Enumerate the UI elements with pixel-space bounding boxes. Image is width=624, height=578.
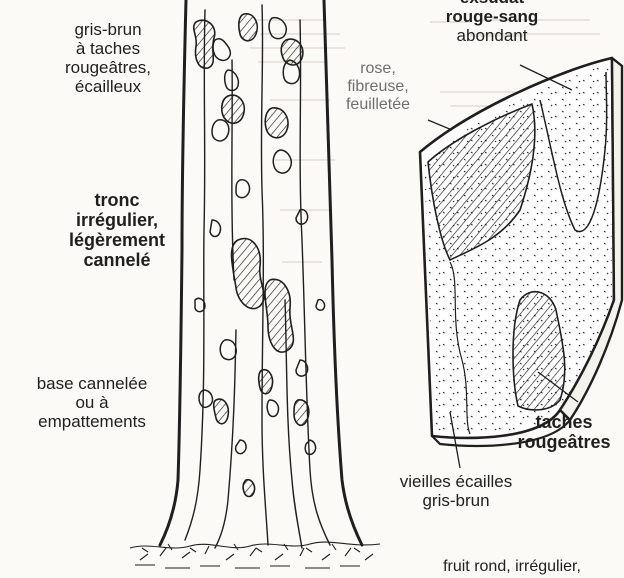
label-fruit: fruit rond, irrégulier, [404,558,620,576]
label-exudate: exsudat rouge-sang abondant [412,0,572,45]
label-exudate-line3: abondant [412,26,572,45]
label-exudate-line1: exsudat [412,0,572,7]
label-inner-bark-line3: feuilletée [318,96,438,114]
label-trunk-line2: irrégulier, [42,210,192,230]
label-inner-bark-line1: rose, [318,60,438,78]
label-exudate-line2: rouge-sang [412,7,572,26]
label-base-line3: empattements [2,412,182,431]
label-bark-color-line2: à taches [28,39,188,58]
label-trunk-line1: tronc [42,190,192,210]
label-bark-color-line4: écailleux [28,77,188,96]
label-red-spots: taches rougeâtres [506,412,622,452]
label-red-spots-line1: taches [506,412,622,432]
label-bark-color-line3: rougeâtres, [28,58,188,77]
label-base-line1: base cannelée [2,374,182,393]
label-bark-color: gris-brun à taches rougeâtres, écailleux [28,20,188,96]
label-fruit-line1: fruit rond, irrégulier, [404,558,620,576]
bark-slice [420,58,622,446]
label-old-scales-line2: gris-brun [372,491,540,510]
label-red-spots-line2: rougeâtres [506,432,622,452]
label-old-scales-line1: vieilles écailles [372,472,540,491]
label-old-scales: vieilles écailles gris-brun [372,472,540,510]
label-base-line2: ou à [2,393,182,412]
label-trunk-line4: cannelé [42,250,192,270]
label-trunk: tronc irrégulier, légèrement cannelé [42,190,192,271]
trunk-red-patches [194,14,309,497]
label-base: base cannelée ou à empattements [2,374,182,431]
label-inner-bark: rose, fibreuse, feuilletée [318,60,438,114]
label-bark-color-line1: gris-brun [28,20,188,39]
label-trunk-line3: légèrement [42,230,192,250]
label-inner-bark-line2: fibreuse, [318,78,438,96]
ground-litter [130,542,380,568]
